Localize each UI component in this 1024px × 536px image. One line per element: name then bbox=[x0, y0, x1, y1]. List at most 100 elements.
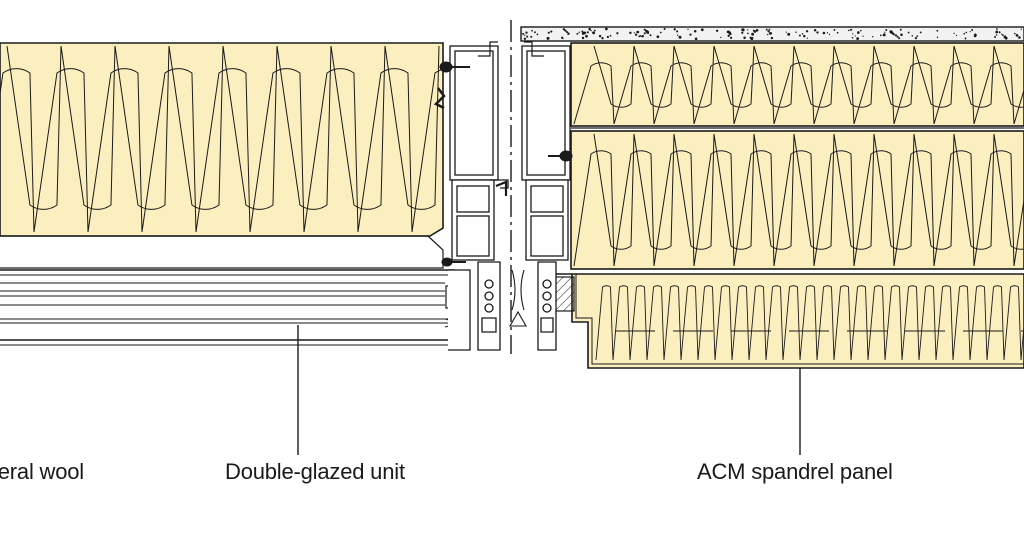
aggregate-dot bbox=[936, 36, 939, 39]
mullion-left-profile bbox=[449, 45, 499, 181]
aggregate-dot bbox=[911, 35, 914, 37]
aggregate-dot bbox=[693, 30, 697, 33]
screw-fixing-mid-right bbox=[548, 150, 573, 162]
aggregate-dot bbox=[1016, 34, 1018, 37]
aggregate-dot bbox=[857, 31, 860, 34]
aluminium-frame bbox=[448, 41, 571, 351]
acm-fixing-block bbox=[553, 276, 575, 312]
aggregate-dot bbox=[720, 36, 722, 39]
aggregate-dot bbox=[643, 32, 646, 35]
aggregate-dot bbox=[727, 34, 730, 37]
aggregate-dot bbox=[848, 29, 850, 32]
aggregate-dot bbox=[588, 27, 591, 31]
aggregate-dot bbox=[616, 32, 619, 35]
aggregate-dot bbox=[700, 28, 704, 32]
aggregate-dot bbox=[973, 34, 977, 38]
aggregate-dot bbox=[629, 31, 632, 35]
transom-profile-left bbox=[451, 179, 495, 261]
aggregate-dot bbox=[879, 34, 882, 37]
aggregate-dot bbox=[568, 33, 570, 35]
aggregate-dot bbox=[787, 32, 791, 36]
aggregate-dot bbox=[659, 31, 662, 34]
aggregate-dot bbox=[605, 27, 608, 31]
aggregate-dot bbox=[743, 36, 746, 40]
aggregate-dot bbox=[567, 33, 569, 36]
aggregate-dot bbox=[995, 30, 999, 34]
aggregate-dot bbox=[638, 35, 641, 38]
aggregate-dot bbox=[1001, 33, 1003, 35]
screw-fixing-transom bbox=[441, 257, 466, 267]
aggregate-dot bbox=[816, 31, 819, 34]
right-lower-wool-fibre-pattern bbox=[573, 133, 1024, 267]
right-upper-mineral-wool bbox=[570, 42, 1024, 129]
aggregate-dot bbox=[676, 34, 679, 36]
right-upper-wool-fibre-pattern bbox=[573, 45, 1024, 125]
aggregate-dot bbox=[741, 31, 744, 34]
aggregate-dot bbox=[590, 30, 592, 32]
bracket-right bbox=[495, 180, 508, 196]
aggregate-dot bbox=[656, 35, 660, 39]
aggregate-dot bbox=[770, 36, 774, 40]
aggregate-dot bbox=[1005, 37, 1007, 39]
aggregate-dot bbox=[995, 34, 998, 36]
left-wool-outline bbox=[0, 42, 444, 237]
aggregate-dot bbox=[854, 35, 856, 37]
aggregate-dot bbox=[524, 34, 526, 36]
aggregate-dot bbox=[898, 37, 901, 40]
aggregate-dot bbox=[522, 32, 525, 35]
aggregate-dot bbox=[765, 28, 768, 31]
aggregate-dot bbox=[530, 35, 533, 38]
aggregate-dot bbox=[813, 29, 817, 32]
bracket-left bbox=[433, 87, 446, 110]
aggregate-dot bbox=[606, 35, 610, 39]
aggregate-dot bbox=[747, 32, 749, 35]
aggregate-dot bbox=[892, 33, 895, 36]
left-wool-fibre-pattern bbox=[0, 45, 467, 233]
right-upper-wool-outline bbox=[570, 42, 1024, 127]
aggregate-dot bbox=[646, 30, 650, 34]
aggregate-dot bbox=[884, 31, 886, 33]
aggregate-dot bbox=[531, 29, 533, 32]
aggregate-dot bbox=[576, 32, 579, 35]
aggregate-dot bbox=[965, 31, 968, 34]
aggregate-dot bbox=[969, 30, 971, 33]
aggregate-dot bbox=[998, 31, 1001, 34]
aggregate-dot bbox=[593, 29, 596, 32]
aggregate-dot bbox=[581, 36, 585, 40]
aggregate-dot bbox=[964, 37, 967, 40]
aggregate-dot bbox=[649, 34, 652, 37]
aggregate-dot bbox=[663, 27, 666, 31]
aggregate-dot bbox=[676, 30, 679, 33]
aggregate-dot bbox=[751, 32, 754, 36]
label-double-glazed-unit: Double-glazed unit bbox=[225, 459, 405, 484]
aggregate-dot bbox=[673, 28, 676, 31]
aggregate-dot bbox=[561, 37, 564, 40]
aggregate-dot bbox=[689, 33, 692, 36]
aggregate-dot bbox=[741, 28, 745, 32]
aggregate-dot bbox=[899, 28, 902, 31]
aggregate-dot bbox=[971, 29, 974, 31]
aggregate-dot bbox=[546, 36, 550, 40]
aggregate-dot bbox=[862, 35, 864, 37]
aggregate-dot bbox=[851, 36, 854, 39]
screw-fixing-upper-left bbox=[439, 61, 470, 73]
aggregate-dot bbox=[769, 32, 773, 35]
label-acm-spandrel-panel: ACM spandrel panel bbox=[697, 459, 893, 484]
aggregate-dot bbox=[833, 28, 836, 31]
double-glazed-unit bbox=[0, 269, 469, 346]
aggregate-dot bbox=[687, 28, 689, 30]
aggregate-dot bbox=[826, 32, 829, 34]
aggregate-dot bbox=[896, 35, 899, 38]
aggregate-dot bbox=[592, 31, 596, 35]
aggregate-dot bbox=[963, 32, 966, 35]
aggregate-dot bbox=[914, 37, 917, 40]
aggregate-dot bbox=[583, 31, 587, 35]
concrete-slab bbox=[520, 26, 1024, 42]
aggregate-dot bbox=[894, 34, 898, 37]
aggregate-dot bbox=[936, 29, 939, 32]
aggregate-dot bbox=[803, 34, 806, 38]
aggregate-dot bbox=[755, 28, 759, 32]
aggregate-dot bbox=[550, 30, 553, 33]
aggregate-dot bbox=[785, 31, 787, 33]
